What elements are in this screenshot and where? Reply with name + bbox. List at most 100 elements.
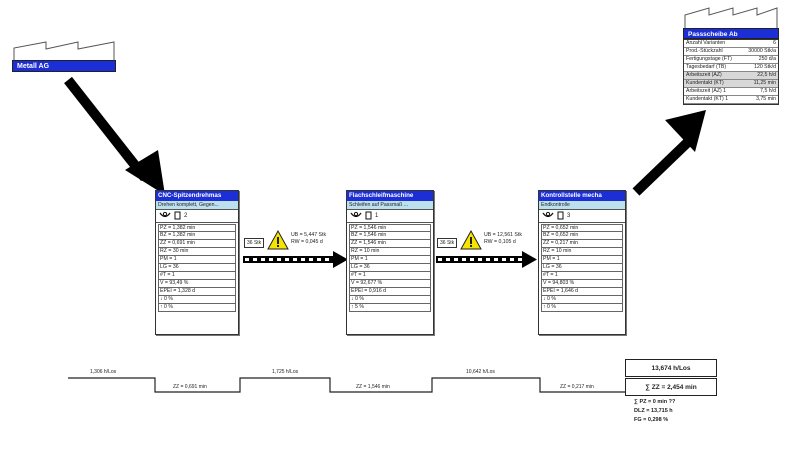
process-icon-bar: 3 (539, 210, 625, 223)
supplier-factory[interactable]: Metall AG (12, 40, 116, 76)
customer-data-label: Anzahl Varianten (686, 40, 726, 46)
customer-data-row: Prod.-Stückzahl 30000 Stk/a (684, 48, 778, 56)
customer-data-label: Arbeitszeit (AZ) 1 (686, 88, 727, 94)
process-data-row: EPEI = 1,328 d (158, 288, 236, 296)
process-data-row: ZZ = 0,217 min (541, 240, 623, 248)
customer-name: Passscheibe Ab (683, 28, 779, 39)
customer-data-label: Arbeitszeit (AZ) (686, 72, 722, 78)
inventory-rw: RW = 0,105 d (484, 239, 516, 245)
process-data-row: ↓ 0 % (349, 296, 431, 304)
customer-data-value: 7,5 h/d (760, 88, 776, 94)
total-zz: ∑ ZZ = 2,454 min (645, 383, 697, 391)
customer-data-row: Kundentakt (KT) 11,25 min (684, 80, 778, 88)
process-icon-bar: 1 (347, 210, 433, 223)
inventory-rw: RW = 0,045 d (291, 239, 323, 245)
process-data-row: V = 94,803 % (541, 280, 623, 288)
process-data-row: PM = 1 (158, 256, 236, 264)
process-data-row: PM = 1 (349, 256, 431, 264)
customer-data-row: Tagesbedarf (TB) 120 Stk/d (684, 64, 778, 72)
summary-fg: FG = 0,298 % (634, 417, 669, 423)
timeline-process-label: ZZ = 1,546 min (356, 384, 390, 390)
batch-size-label: 36 Stk (244, 238, 265, 248)
customer-data-row: Fertigungstage (FT)250 d/a (684, 56, 778, 64)
process-data-row: #T = 1 (158, 272, 236, 280)
customer-data-value: 120 Stk/d (754, 64, 776, 70)
customer-shipment-arrow (632, 110, 706, 196)
operator-count: 3 (567, 213, 571, 219)
process-data-row: RZ = 10 min (349, 248, 431, 256)
factory-roof-icon (13, 41, 115, 62)
operator-icon (350, 211, 362, 222)
push-arrow-1 (243, 251, 348, 268)
customer-data-row: Arbeitszeit (AZ) 22,5 h/d (684, 72, 778, 80)
process-title: CNC-Spitzendrehmas (156, 191, 238, 201)
process-title: Flachschleifmaschine (347, 191, 433, 201)
timeline-line (68, 377, 625, 393)
operator-icon (542, 211, 554, 222)
process-data-row: V = 92,677 % (349, 280, 431, 288)
operator-count: 1 (375, 213, 379, 219)
warning-triangle-icon (460, 230, 482, 250)
total-lead-time: 13,674 h/Los (651, 364, 691, 372)
process-data-row: EPEI = 1,646 d (541, 288, 623, 296)
timeline-process-label: ZZ = 0,691 min (173, 384, 207, 390)
process-data-row: PZ = 1,382 min (158, 224, 236, 232)
operator-count: 2 (184, 213, 188, 219)
process-subtitle: Schleifen auf Passmaß ... (347, 201, 433, 210)
customer-data-row: Arbeitszeit (AZ) 1 7,5 h/d (684, 88, 778, 96)
customer-data-value: 3,75 min (756, 96, 776, 102)
warning-triangle-icon (267, 230, 289, 250)
inventory-ub: UB = 5,447 Stk (291, 232, 327, 238)
process-data-row: ↑ 5 % (349, 304, 431, 312)
summary-pz: ∑ PZ = 0 min ?? (634, 399, 676, 405)
process-data-row: #T = 1 (541, 272, 623, 280)
batch-size-label: 36 Stk (437, 238, 458, 248)
process-data-row: PZ = 0,652 min (541, 224, 623, 232)
process-data-row: ↑ 0 % (158, 304, 236, 312)
process-data-row: ZZ = 1,546 min (349, 240, 431, 248)
process-data-row: ↑ 0 % (541, 304, 623, 312)
customer-data-row: Kundentakt (KT) 1 3,75 min (684, 96, 778, 104)
machine-icon (365, 211, 372, 222)
customer-data-value: 11,25 min (753, 80, 776, 86)
total-lead-time-box: 13,674 h/Los (625, 359, 717, 377)
process-data-row: ZZ = 0,691 min (158, 240, 236, 248)
process-subtitle: Endkontrolle (539, 201, 625, 210)
push-arrow-2 (436, 251, 537, 268)
timeline-wait-label: 10,642 h/Los (466, 369, 495, 375)
inventory-ub: UB = 12,561 Stk (484, 232, 522, 238)
process-data-row: LG = 36 (541, 264, 623, 272)
customer-data-value: 6 (773, 40, 776, 46)
supplier-shipment-arrow (64, 76, 165, 195)
process-data-row: V = 93,49 % (158, 280, 236, 288)
customer-data-label: Prod.-Stückzahl (686, 48, 723, 54)
customer-data-value: 22,5 h/d (757, 72, 776, 78)
process-data-row: LG = 36 (158, 264, 236, 272)
customer-data-label: Tagesbedarf (TB) (686, 64, 727, 70)
timeline-process-label: ZZ = 0,217 min (560, 384, 594, 390)
process-subtitle: Drehen komplett, Gegen... (156, 201, 238, 210)
process-data-row: BZ = 1,546 min (349, 232, 431, 240)
customer-data-value: 30000 Stk/a (748, 48, 776, 54)
summary-dlz: DLZ = 13,715 h (634, 408, 673, 414)
process-data-row: LG = 36 (349, 264, 431, 272)
customer-data-label: Kundentakt (KT) 1 (686, 96, 729, 102)
machine-icon (557, 211, 564, 222)
process-title: Kontrollstelle mecha (539, 191, 625, 201)
customer-data-row: Anzahl Varianten 6 (684, 40, 778, 48)
process-data-row: RZ = 30 min (158, 248, 236, 256)
process-data-row: EPEI = 0,916 d (349, 288, 431, 296)
process-data-row: BZ = 1,382 min (158, 232, 236, 240)
customer-data-label: Kundentakt (KT) (686, 80, 724, 86)
process-data-row: BZ = 0,652 min (541, 232, 623, 240)
total-zz-box: ∑ ZZ = 2,454 min (625, 378, 717, 396)
process-data-row: PM = 1 (541, 256, 623, 264)
process-data-row: ↓ 0 % (158, 296, 236, 304)
process-data-row: ↓ 0 % (541, 296, 623, 304)
